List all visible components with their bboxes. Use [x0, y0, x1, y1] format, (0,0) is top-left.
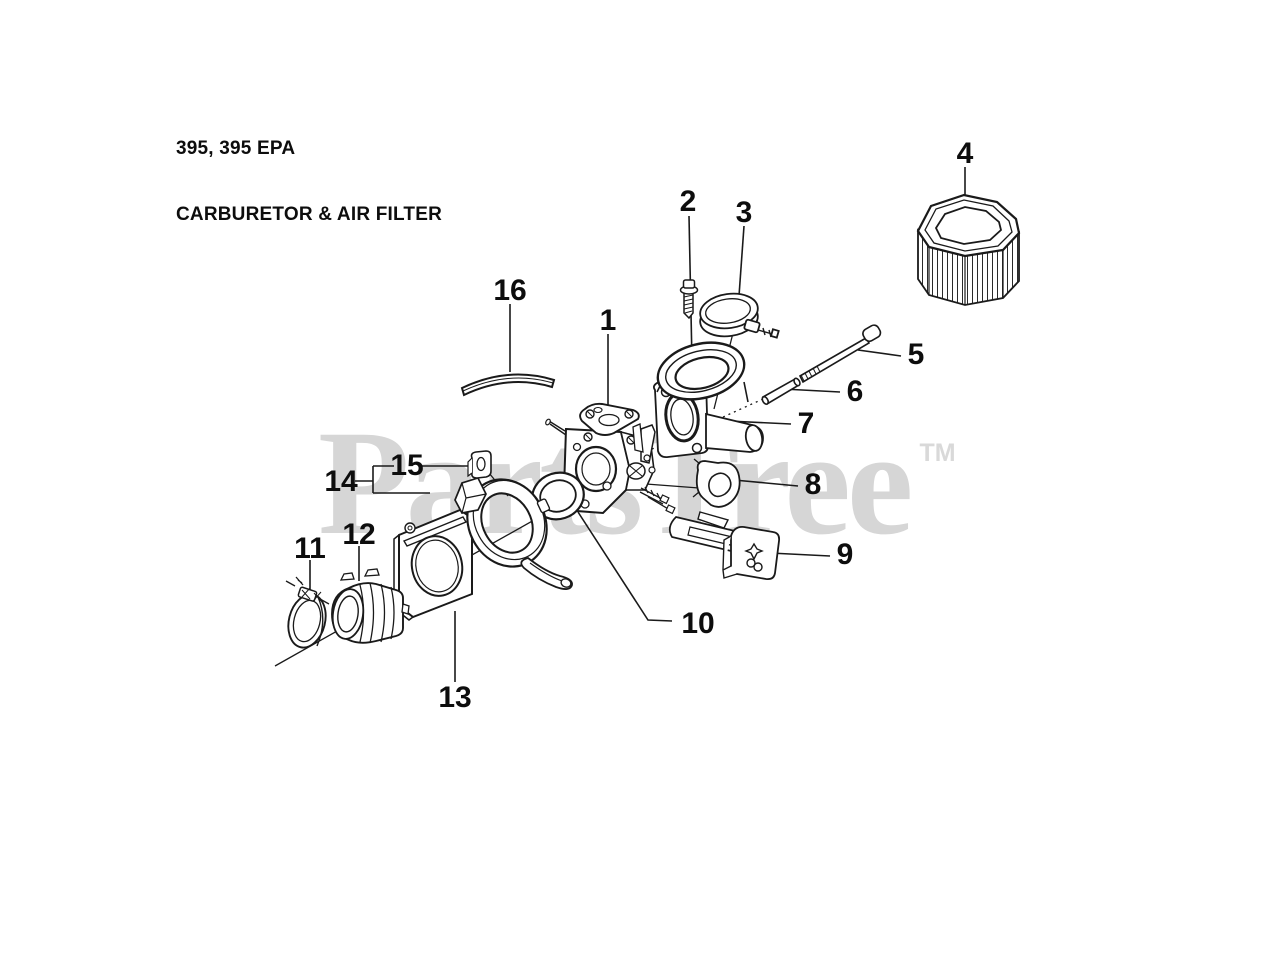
leader-line-8	[733, 479, 799, 487]
page-title: 395, 395 EPA CARBURETOR & AIR FILTER	[176, 94, 442, 270]
part-15-clip	[467, 450, 492, 479]
part-label-3: 3	[736, 196, 753, 229]
part-label-5: 5	[908, 338, 925, 371]
part-14-clamp-assembly	[454, 476, 573, 590]
watermark-tm-mark: TM	[919, 439, 956, 467]
part-6-cable-sleeve	[761, 377, 801, 406]
part-label-10: 10	[681, 607, 714, 640]
part-12-intake-boot	[331, 568, 410, 644]
leader-line-5	[857, 349, 902, 357]
part-label-16: 16	[493, 274, 526, 307]
part-9-choke-control	[668, 511, 781, 581]
part-label-12: 12	[342, 518, 375, 551]
part-label-14: 14	[324, 465, 358, 498]
part-label-15: 15	[390, 449, 423, 482]
callout-labels: 1 2 3 4 5 6 7 8 9 10 11 12 13 14 15 16	[294, 137, 974, 714]
leader-line-9	[769, 552, 831, 557]
section-title: CARBURETOR & AIR FILTER	[176, 204, 443, 225]
part-label-6: 6	[847, 375, 864, 408]
part-label-4: 4	[957, 137, 974, 170]
part-label-1: 1	[600, 304, 617, 337]
leader-bracket-14	[355, 465, 430, 494]
part-7-intake-elbow	[652, 341, 764, 459]
part-label-2: 2	[680, 185, 697, 218]
part-13-filter-base-plate	[393, 508, 473, 621]
leader-line-10	[577, 511, 673, 622]
part8-alignment-line	[645, 483, 700, 489]
part-2-screw	[679, 279, 699, 320]
part-5-choke-rod	[798, 324, 882, 384]
part-label-8: 8	[805, 468, 822, 501]
model-title: 395, 395 EPA	[176, 138, 296, 159]
part-8-air-guide	[692, 458, 741, 508]
part-11-hose-clamp	[285, 576, 330, 649]
part-label-9: 9	[837, 538, 854, 571]
part-16-sealing-strip	[460, 373, 556, 397]
part-4-air-filter	[916, 193, 1021, 306]
part-label-11: 11	[294, 532, 326, 565]
part-label-13: 13	[438, 681, 471, 714]
part-3-hose-clamp	[699, 292, 780, 339]
part-1-carburetor	[545, 402, 676, 515]
part-label-7: 7	[798, 407, 815, 440]
